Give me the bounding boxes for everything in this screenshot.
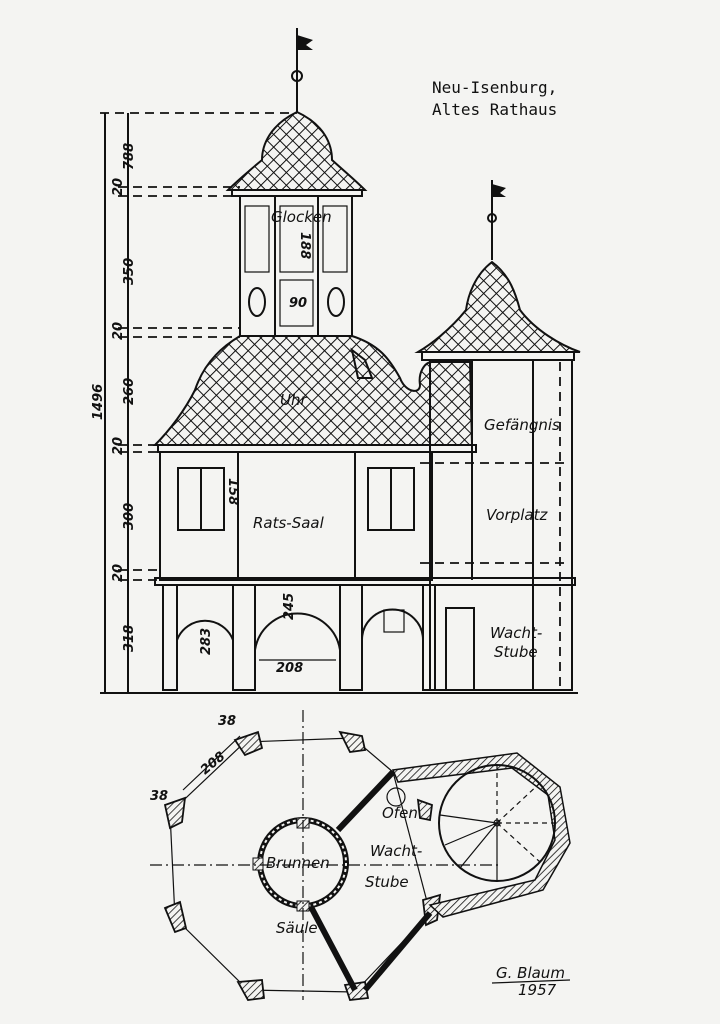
main-roof — [152, 335, 474, 446]
signature-year: 1957 — [518, 981, 557, 999]
svg-text:20: 20 — [111, 564, 126, 582]
svg-text:90: 90 — [289, 296, 307, 311]
svg-text:245: 245 — [282, 593, 297, 620]
clock-icon — [248, 287, 266, 317]
svg-text:350: 350 — [122, 258, 137, 285]
label-well: Brunnen — [266, 854, 330, 872]
svg-text:38: 38 — [218, 714, 236, 729]
signature-name: G. Blaum — [496, 964, 565, 982]
elevation: Glocken 188 90 Uhr Gefängnis Vorplatz Ra… — [91, 28, 581, 694]
svg-text:20: 20 — [111, 322, 126, 340]
tower-roof — [225, 110, 368, 191]
svg-text:158: 158 — [225, 478, 240, 505]
svg-text:788: 788 — [122, 143, 137, 170]
svg-text:20: 20 — [111, 178, 126, 196]
label-hall: Rats-Saal — [253, 514, 325, 532]
label-column: Säule — [276, 919, 318, 937]
arcade: 208 245 283 Wacht- Stube — [162, 584, 542, 691]
flag-icon — [492, 184, 506, 197]
svg-text:208: 208 — [198, 749, 228, 778]
svg-text:188: 188 — [297, 232, 312, 259]
main-spire — [291, 28, 313, 112]
spiral-stair — [439, 765, 555, 881]
title-line-1: Neu-Isenburg, — [432, 78, 558, 97]
label-belfry: Glocken — [271, 208, 332, 226]
svg-text:260: 260 — [122, 378, 137, 405]
stove-icon — [386, 787, 406, 807]
label-guardroom-2: Stube — [494, 643, 538, 661]
clock-icon — [327, 287, 345, 317]
label-plan-guardroom-2: Stube — [365, 873, 409, 891]
door — [445, 607, 475, 691]
dormer — [350, 347, 374, 379]
flag-icon — [297, 35, 313, 50]
label-prison: Gefängnis — [484, 416, 560, 434]
belfry: Glocken 188 90 — [239, 195, 353, 337]
label-guardroom-1: Wacht- — [490, 624, 542, 642]
label-vestibule: Vorplatz — [486, 506, 548, 524]
svg-text:318: 318 — [122, 625, 137, 652]
svg-text:300: 300 — [122, 503, 137, 530]
annex-roof — [414, 260, 581, 353]
floor-plan: Ofen Brunnen Säule Wacht- Stube 208 38 3… — [150, 710, 571, 1001]
svg-text:1496: 1496 — [91, 384, 106, 420]
label-clock: Uhr — [280, 391, 307, 409]
svg-text:20: 20 — [111, 437, 126, 455]
label-plan-guardroom-1: Wacht- — [370, 842, 422, 860]
svg-text:208: 208 — [276, 661, 303, 676]
label-stove: Ofen — [382, 804, 418, 822]
window — [383, 609, 405, 633]
signature: G. Blaum 1957 — [491, 964, 571, 999]
dimension-chain: 1496 788 20 350 20 260 20 300 20 318 — [91, 112, 297, 693]
svg-text:283: 283 — [199, 628, 214, 655]
stair-tower-wall — [391, 752, 571, 918]
svg-text:38: 38 — [150, 789, 168, 804]
posts — [163, 730, 442, 1001]
title-line-2: Altes Rathaus — [432, 100, 558, 119]
